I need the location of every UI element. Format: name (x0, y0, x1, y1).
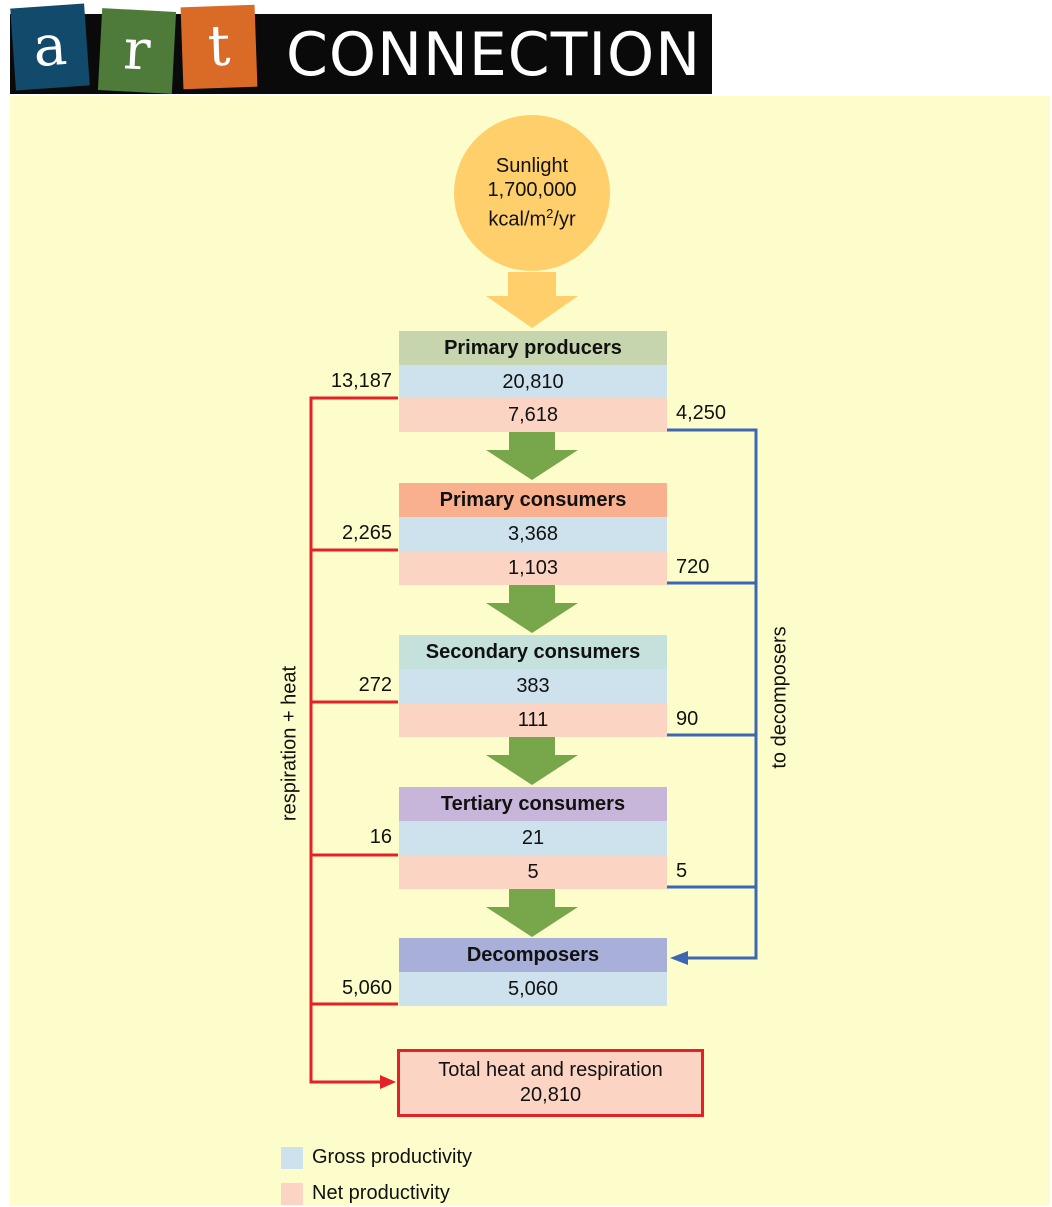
level-header-tertiary-consumers: Tertiary consumers (399, 787, 667, 821)
decomposer-lines (667, 428, 758, 960)
flow-arrow-4 (486, 889, 578, 937)
total-value: 20,810 (519, 1084, 582, 1106)
art-connection-banner: a r t CONNECTION (10, 3, 712, 94)
to-decomposers-label: to decomposers (768, 626, 791, 769)
respiration-lines (309, 396, 398, 1084)
gross-primary-producers: 20,810 (399, 365, 667, 399)
legend-swatch-net (281, 1183, 303, 1205)
legend-swatch-gross (281, 1147, 303, 1169)
level-header-secondary-consumers: Secondary consumers (399, 635, 667, 669)
gross-decomposers: 5,060 (399, 972, 667, 1006)
flow-arrow-3 (486, 737, 578, 785)
total-heat-respiration-box: Total heat and respiration 20,810 (397, 1049, 704, 1117)
sunlight-arrow (486, 272, 578, 328)
net-tertiary-consumers: 5 (399, 855, 667, 889)
level-header-primary-producers: Primary producers (399, 331, 667, 365)
sunlight-unit: kcal/m2/yr (488, 206, 576, 231)
respiration-tertiary-consumers: 16 (369, 826, 392, 848)
total-label: Total heat and respiration (438, 1059, 663, 1081)
net-secondary-consumers: 111 (399, 703, 667, 737)
respiration-decomposers: 5,060 (341, 977, 392, 999)
decomposer-arrowhead (670, 951, 688, 965)
to-decomposers-tertiary-consumers: 5 (676, 860, 688, 882)
legend-label-gross: Gross productivity (312, 1146, 473, 1168)
sunlight-label: Sunlight (495, 155, 569, 178)
sunlight-value: 1,700,000 (487, 179, 577, 202)
gross-tertiary-consumers: 21 (399, 821, 667, 855)
level-header-primary-consumers: Primary consumers (399, 483, 667, 517)
to-decomposers-primary-producers: 4,250 (676, 402, 727, 424)
level-header-decomposers: Decomposers (399, 938, 667, 972)
gross-primary-consumers: 3,368 (399, 517, 667, 551)
net-primary-producers: 7,618 (399, 398, 667, 432)
flow-arrow-2 (486, 585, 578, 633)
to-decomposers-primary-consumers: 720 (676, 556, 710, 578)
gross-secondary-consumers: 383 (399, 669, 667, 703)
respiration-primary-producers: 13,187 (330, 370, 392, 392)
legend-label-net: Net productivity (312, 1182, 450, 1204)
respiration-heat-label: respiration + heat (278, 665, 301, 822)
respiration-primary-consumers: 2,265 (341, 522, 392, 544)
to-decomposers-secondary-consumers: 90 (676, 708, 699, 730)
respiration-arrowhead (380, 1075, 396, 1089)
respiration-secondary-consumers: 272 (358, 674, 392, 696)
flow-arrow-1 (486, 432, 578, 480)
sunlight-circle: Sunlight 1,700,000 kcal/m2/yr (454, 115, 610, 271)
banner-word: CONNECTION (286, 20, 702, 90)
net-primary-consumers: 1,103 (399, 551, 667, 585)
